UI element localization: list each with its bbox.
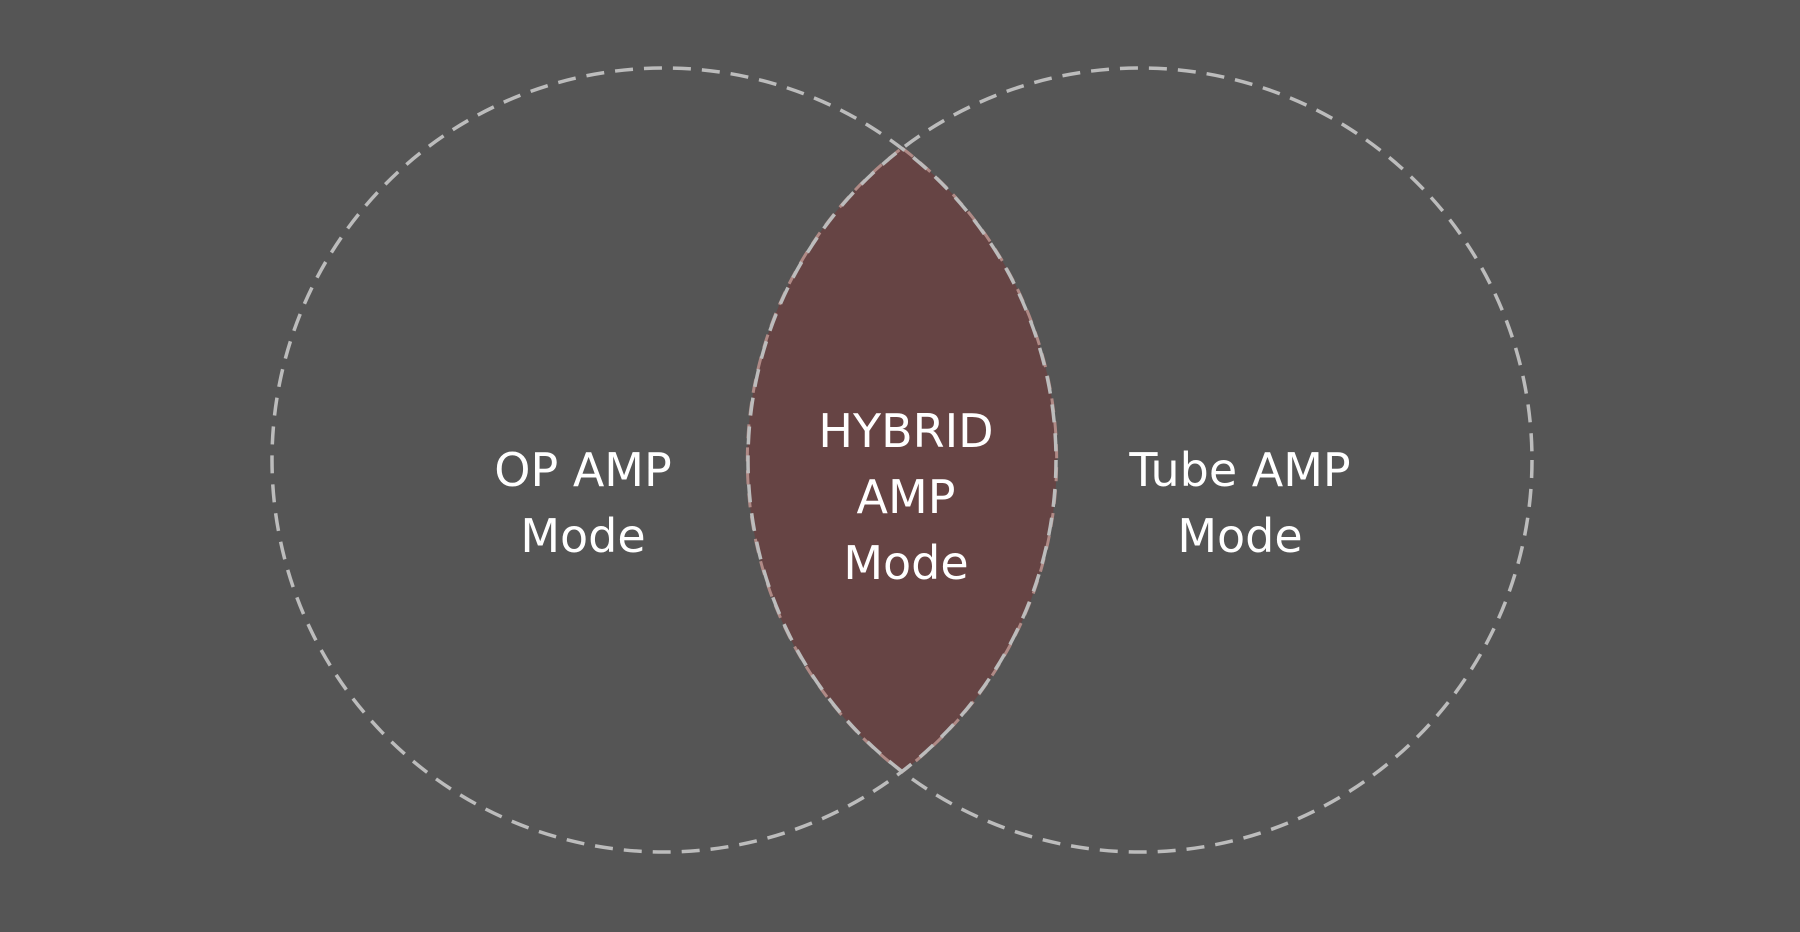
intersection-label-line2: AMP [856, 470, 956, 524]
right-set-circle [746, 66, 1534, 854]
right-set-label-line1: Tube AMP [1129, 443, 1351, 497]
intersection-label-line1: HYBRID [818, 404, 994, 458]
intersection-label: HYBRID AMP Mode [818, 398, 993, 596]
left-set-label-line1: OP AMP [494, 443, 672, 497]
left-set-label-line2: Mode [520, 509, 646, 563]
left-set-circle [270, 66, 1058, 854]
right-set-label-line2: Mode [1177, 509, 1303, 563]
left-set-label: OP AMP Mode [494, 437, 671, 569]
intersection-label-line3: Mode [843, 536, 969, 590]
right-set-label: Tube AMP Mode [1129, 437, 1350, 569]
